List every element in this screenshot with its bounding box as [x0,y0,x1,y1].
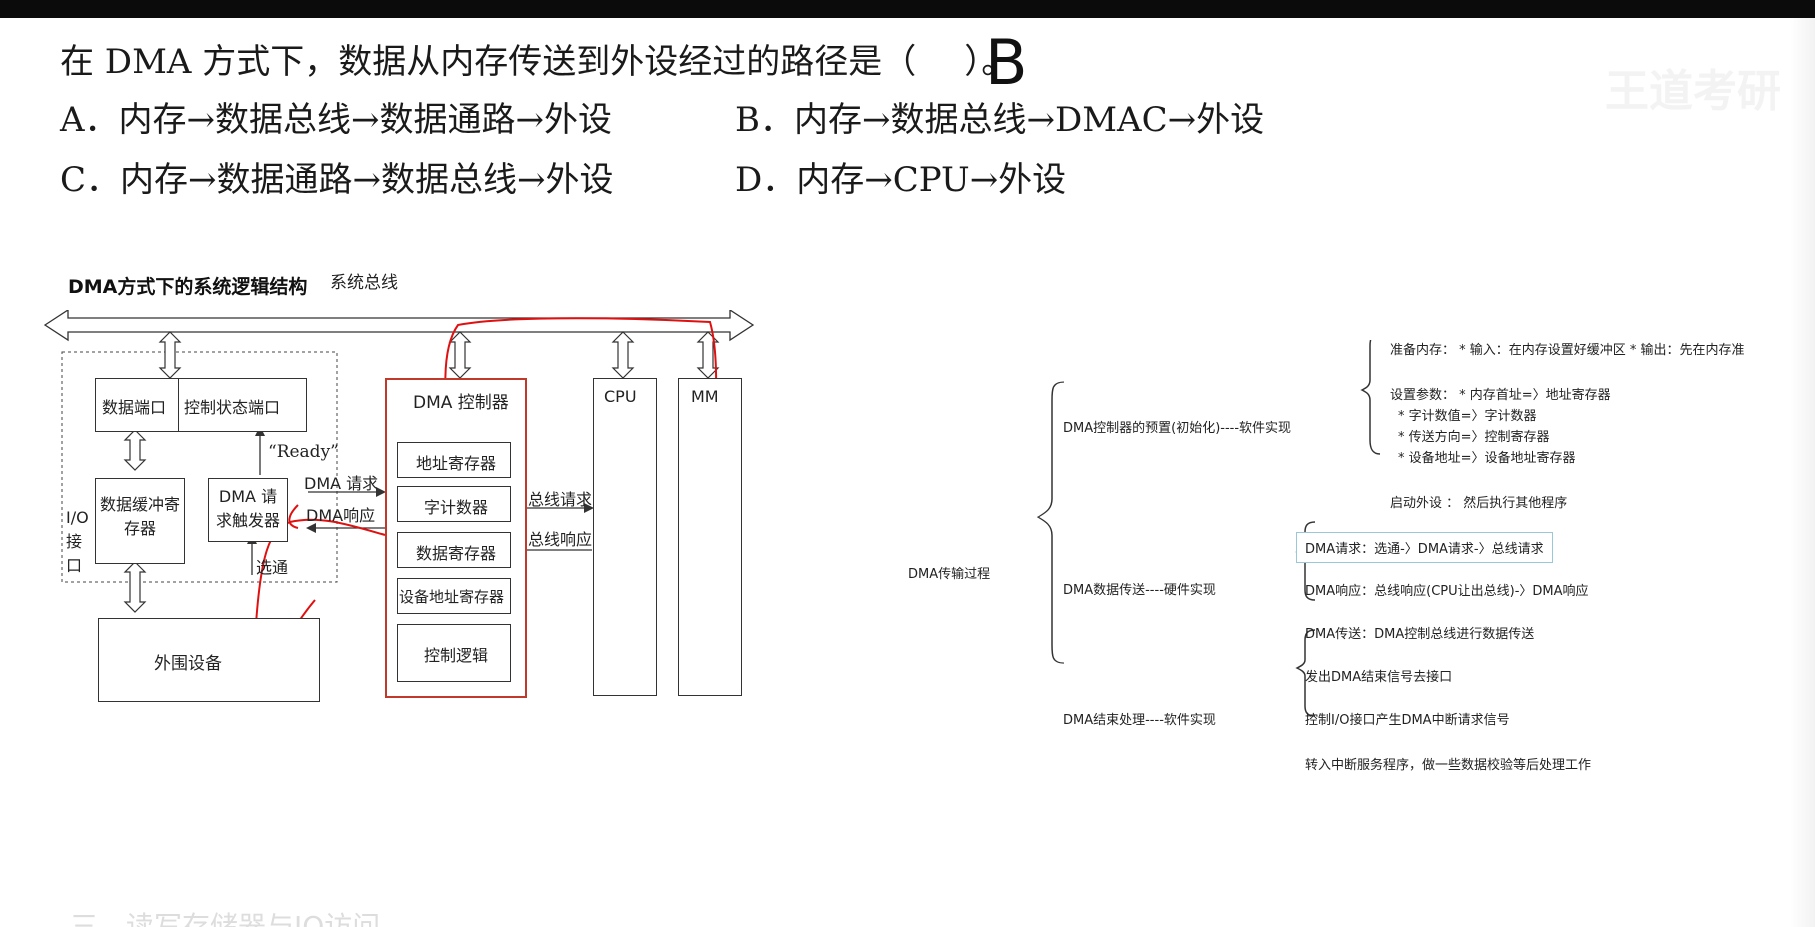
option-a: A．内存→数据总线→数据通路→外设 [60,100,613,140]
device-address-register: 设备地址寄存器 [397,578,511,614]
label-system-bus: 系统总线 [330,273,398,293]
option-b: B．内存→数据总线→DMAC→外设 [735,100,1265,140]
bottom-cut-text: 三、读写存储器与IO访问 [70,910,381,927]
right-edge-shade [1790,18,1815,927]
data-register: 数据寄存器 [397,532,511,568]
cpu-box: CPU [593,378,657,696]
diagram-lines [43,310,755,680]
io-interface-boundary [61,351,338,583]
dma-response-label: DMA响应 [306,506,376,525]
handwritten-answer: B [985,26,1028,99]
mindmap-transfer-response: DMA响应：总线响应(CPU让出总线)-〉DMA响应 [1305,584,1589,599]
bus-connector-cpu [611,331,635,379]
mindmap-pre-params: 设置参数： * 内存首址=〉地址寄存器 [1390,388,1611,403]
dma-request-trigger: DMA 请求触发器 [208,478,288,542]
section-title: DMA方式下的系统逻辑结构 [68,276,308,298]
port-group: 数据端口 控制状态端口 [95,378,307,432]
mindmap-end-interrupt: 控制I/O接口产生DMA中断请求信号 [1305,713,1510,728]
bus-connector-dmac [448,331,472,379]
mm-box: MM [678,378,742,696]
port-buffer-connector [123,429,147,471]
dma-request-label: DMA 请求 [304,474,379,493]
mindmap-pre-start: 启动外设 ： 然后执行其他程序 [1390,496,1568,511]
option-d: D．内存→CPU→外设 [735,160,1067,200]
mindmap-end-service: 转入中断服务程序，做一些数据校验等后处理工作 [1305,758,1592,773]
mindmap-pre-count: * 字计数值=〉字计数器 [1398,409,1537,424]
system-bus-arrow [43,310,755,342]
bus-response-label: 总线响应 [528,530,593,549]
buffer-peripheral-connector [123,561,147,613]
watermark: 王道考研 [1605,66,1781,117]
mindmap-end-signal: 发出DMA结束信号去接口 [1305,670,1453,685]
question-title: 在 DMA 方式下，数据从内存传送到外设经过的路径是（ ）。 [60,34,1015,83]
option-c: C．内存→数据通路→数据总线→外设 [60,160,614,200]
red-mark-trigger [288,504,299,529]
ready-label: “Ready” [268,442,339,462]
mindmap-transfer-send: DMA传送：DMA控制总线进行数据传送 [1305,627,1535,642]
io-interface-label: I/O 接口 [66,508,89,575]
top-black-bar [0,0,1815,18]
mindmap-pre-device: * 设备地址=〉设备地址寄存器 [1398,451,1576,466]
word-counter: 字计数器 [397,486,511,522]
mindmap-end: DMA结束处理----软件实现 [1063,713,1216,728]
mindmap-root: DMA传输过程 [908,567,991,582]
peripheral-device: 外围设备 [98,618,320,702]
mindmap-pre-direction: * 传送方向=〉控制寄存器 [1398,430,1550,445]
mindmap-transfer: DMA数据传送----硬件实现 [1063,583,1216,598]
dma-controller: DMA 控制器 地址寄存器 字计数器 数据寄存器 设备地址寄存器 控制逻辑 [385,378,527,698]
control-logic: 控制逻辑 [397,624,511,682]
question-title-text: 在 DMA 方式下，数据从内存传送到外设经过的路径是（ [60,42,917,82]
control-status-port: 控制状态端口 [184,398,281,417]
mindmap-pre-prepare: 准备内存： * 输入：在内存设置好缓冲区 * 输出：先在内存准 [1390,343,1745,358]
mindmap-transfer-request: DMA请求：选通-〉DMA请求-〉总线请求 [1296,532,1553,563]
bus-request-label: 总线请求 [528,490,593,509]
address-register: 地址寄存器 [397,442,511,478]
question-title-end: ）。 [964,42,1016,82]
data-buffer-register: 数据缓冲寄存器 [95,478,185,564]
mindmap-pre: DMA控制器的预置(初始化)----软件实现 [1063,421,1292,436]
select-label: 选通 [256,558,289,577]
data-port: 数据端口 [102,398,167,417]
red-path-bus [444,317,718,446]
bus-connector-io [158,331,182,379]
